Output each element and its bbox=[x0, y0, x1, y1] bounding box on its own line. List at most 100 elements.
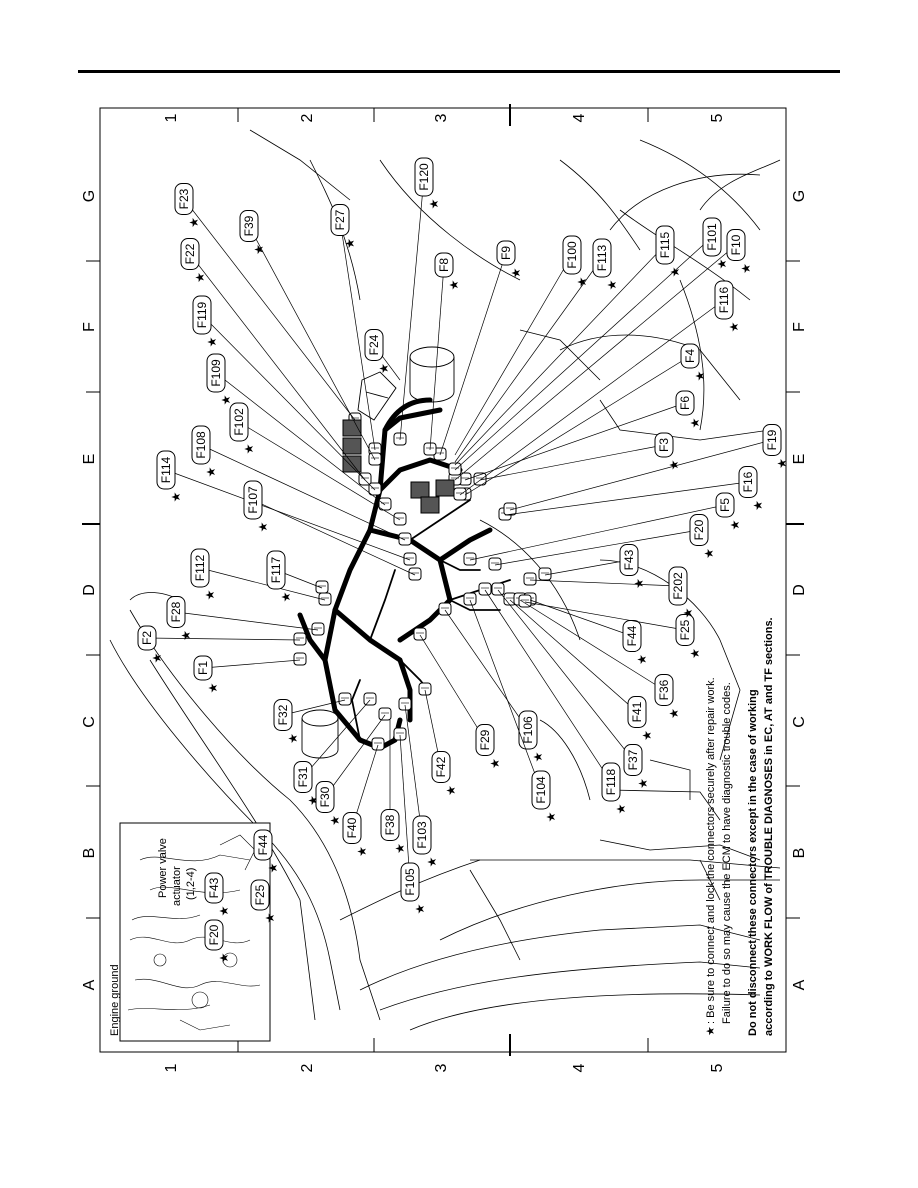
connector-f8: F8★ bbox=[434, 252, 461, 290]
star-icon: ★ bbox=[343, 238, 357, 249]
leader-line-f32 bbox=[282, 699, 346, 716]
leader-line-f103 bbox=[404, 704, 423, 836]
leader-line-f109 bbox=[215, 372, 386, 506]
connector-label: F1 bbox=[196, 661, 210, 675]
connector-label: F6 bbox=[678, 396, 692, 410]
connector-label-box bbox=[654, 674, 674, 706]
connector-label: F40 bbox=[345, 817, 359, 838]
connector-f109: F109★ bbox=[206, 353, 233, 406]
connector-f16: F16★ bbox=[738, 466, 765, 511]
connector-f30: F30★ bbox=[315, 781, 342, 826]
connector-f117: F117★ bbox=[266, 550, 293, 602]
star-icon: ★ bbox=[377, 363, 391, 374]
inset-connector-label: F43 bbox=[207, 877, 221, 898]
connector-label: F43 bbox=[622, 549, 636, 570]
star-icon: ★ bbox=[668, 267, 682, 278]
connector-label-box bbox=[191, 425, 211, 465]
connector-label-box bbox=[675, 390, 695, 416]
connector-label: F5 bbox=[718, 498, 732, 512]
header-rule bbox=[78, 70, 840, 73]
star-icon: ★ bbox=[635, 654, 649, 665]
connector-label: F3 bbox=[657, 438, 671, 452]
main-harness bbox=[297, 397, 493, 751]
connector-label: F103 bbox=[415, 821, 429, 849]
star-icon: ★ bbox=[219, 395, 233, 406]
connector-plug bbox=[438, 602, 452, 616]
star-icon: ★ bbox=[693, 371, 707, 382]
connector-f42: F42★ bbox=[431, 751, 458, 796]
leader-line-f36 bbox=[519, 599, 665, 691]
leader-line-f27 bbox=[339, 219, 376, 451]
connector-f19: F19★ bbox=[762, 424, 789, 469]
connector-f37: F37★ bbox=[623, 744, 650, 789]
grid-col-label-right: F bbox=[791, 322, 808, 332]
connector-f100: F100 ★ bbox=[562, 235, 589, 288]
connector-label-box bbox=[702, 217, 722, 257]
connector-label: F36 bbox=[657, 679, 671, 700]
star-icon: ★ bbox=[775, 458, 789, 469]
connector-f25: F25★ bbox=[675, 614, 702, 659]
connector-label: F20 bbox=[692, 519, 706, 540]
connector-f27: F27★ bbox=[330, 204, 357, 249]
grid-row-label-bottom: 5 bbox=[709, 1063, 726, 1072]
connector-label-box bbox=[562, 235, 582, 275]
connector-label-box bbox=[518, 710, 538, 750]
connector-label-box bbox=[243, 480, 263, 520]
grid-col-label-left: F bbox=[81, 322, 98, 332]
connector-label-box bbox=[315, 781, 335, 813]
leader-line-f22 bbox=[189, 253, 366, 481]
star-icon: ★ bbox=[667, 708, 681, 719]
inset-connector-f20: F20★ bbox=[204, 919, 231, 963]
connector-plug bbox=[393, 512, 407, 526]
connector-label: F4 bbox=[683, 349, 697, 363]
leader-line-f107 bbox=[252, 499, 416, 576]
connector-f202: F202★ bbox=[668, 566, 695, 618]
star-icon: ★ bbox=[256, 522, 270, 533]
connector-label: F32 bbox=[276, 704, 290, 725]
connector-label: F44 bbox=[625, 625, 639, 646]
connector-f101: F101★ bbox=[702, 217, 729, 270]
leader-line-f120 bbox=[399, 176, 425, 441]
inset-connector-box bbox=[253, 829, 273, 861]
connector-f29: F29★ bbox=[475, 724, 502, 769]
connector-f5: F5★ bbox=[715, 492, 742, 530]
grid-row-label-bottom: 4 bbox=[571, 1063, 588, 1072]
star-icon: ★ bbox=[688, 648, 702, 659]
connector-plug bbox=[398, 532, 412, 546]
star-icon: ★ bbox=[509, 268, 523, 279]
star-icon: ★ bbox=[242, 444, 256, 455]
connector-label: F100 bbox=[565, 241, 579, 269]
leader-line-f8 bbox=[429, 264, 445, 451]
star-icon: ★ bbox=[531, 752, 545, 763]
connector-label-box bbox=[412, 815, 432, 855]
star-icon: ★ bbox=[614, 804, 628, 815]
inset-connector-f25: F25★ bbox=[250, 879, 277, 923]
grid-col-label-left: C bbox=[81, 716, 98, 728]
connector-plug bbox=[491, 582, 505, 596]
inset-connector-f43: F43★ bbox=[204, 872, 231, 916]
connector-f107: F107★ bbox=[243, 480, 270, 533]
multi-pin-connector bbox=[410, 481, 430, 499]
connector-f44: F44 ★ bbox=[622, 620, 649, 665]
star-icon: ★ bbox=[150, 653, 164, 664]
connector-label: F120 bbox=[417, 163, 431, 191]
connector-f6: F6★ bbox=[675, 390, 702, 428]
connector-plug bbox=[478, 582, 492, 596]
connector-label: F29 bbox=[478, 729, 492, 750]
connector-label-box bbox=[192, 295, 212, 335]
connector-label-box bbox=[229, 402, 249, 442]
note-line-3: Do not disconnect these connectors excep… bbox=[747, 689, 759, 1036]
connector-f120: F120★ bbox=[414, 157, 441, 209]
connector-label: F113 bbox=[595, 244, 609, 271]
connector-f39: F39★ bbox=[239, 210, 266, 255]
leader-line-f39 bbox=[248, 225, 376, 461]
note-line-4: according to WORK FLOW of TROUBLE DIAGNO… bbox=[763, 617, 775, 1036]
connector-label: F104 bbox=[534, 776, 548, 804]
star-icon: ★ bbox=[204, 467, 218, 478]
star-icon: ★ bbox=[715, 259, 729, 270]
inset-connector-label: F25 bbox=[253, 884, 267, 905]
star-icon: ★ bbox=[575, 277, 589, 288]
connector-plug bbox=[523, 572, 537, 586]
connector-label: F116 bbox=[717, 286, 731, 313]
connector-f104: F104★ bbox=[531, 770, 558, 822]
